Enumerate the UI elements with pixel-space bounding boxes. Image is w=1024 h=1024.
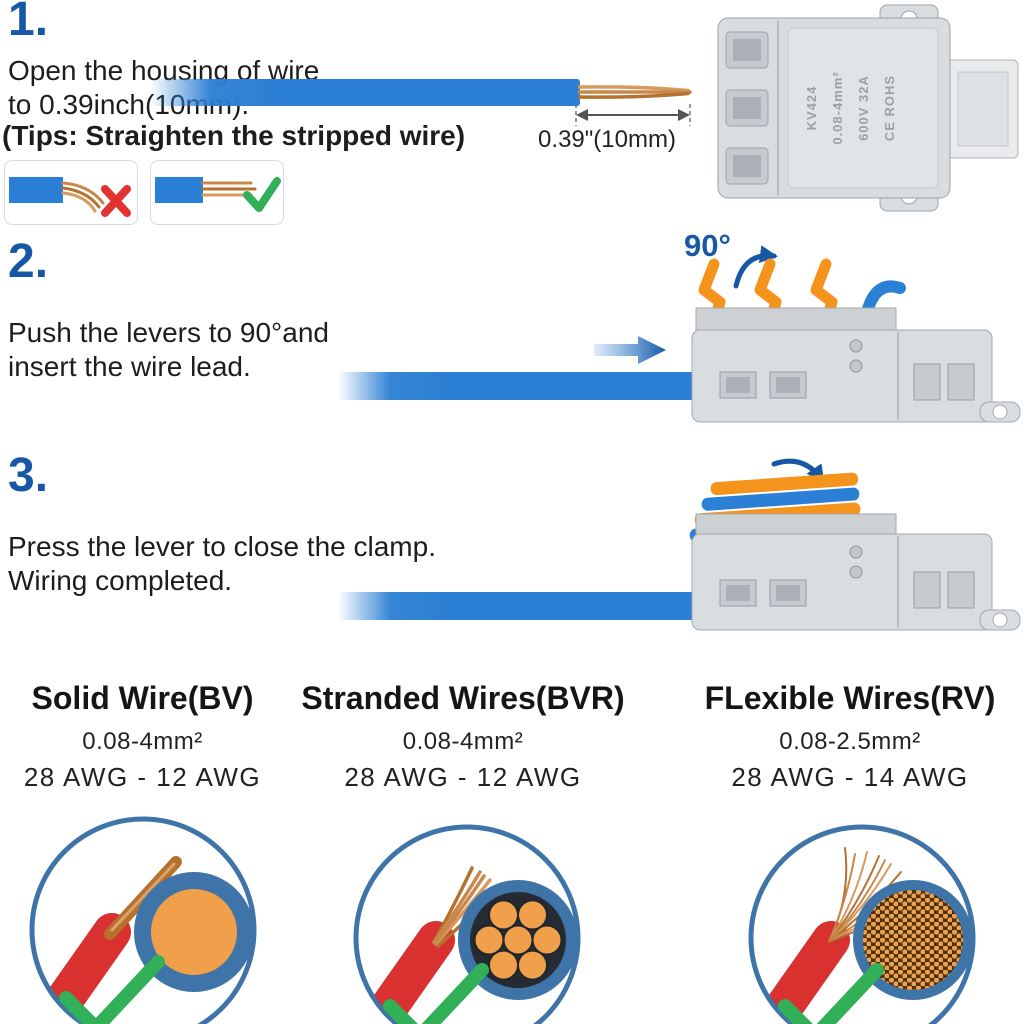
connector-levers-open-illustration	[691, 245, 1021, 423]
red-wire-jacket	[356, 921, 455, 1024]
wire-type-3-title: FLexible Wires(RV)	[704, 680, 996, 716]
svg-text:KV424: KV424	[804, 86, 819, 131]
wire-type-2-awg-range: 28 AWG - 12 AWG	[344, 762, 582, 792]
step-3-number: 3.	[8, 449, 49, 502]
insert-direction-arrow	[594, 336, 666, 364]
green-check-icon	[778, 963, 884, 1024]
front-windows	[719, 571, 975, 609]
tip-wrong-example	[4, 160, 138, 225]
step-2-text-line1: Push the levers to 90°and	[8, 317, 329, 348]
wire-entry-ports	[725, 31, 769, 185]
stranded-wire-illustration	[353, 824, 581, 1024]
measurement-indicator	[575, 104, 691, 126]
step-1-blue-wire	[150, 79, 580, 106]
solid-wire-illustration	[29, 816, 257, 1024]
connector-top-view-illustration: KV424 0.08-4mm² 600V 32A CE ROHS	[717, 4, 1019, 212]
svg-text:600V 32A: 600V 32A	[856, 75, 871, 141]
solid-core-cross-section	[151, 889, 237, 975]
flexible-wire-illustration	[748, 824, 976, 1024]
bent-wire-diagram	[9, 177, 131, 217]
wire-type-2-size-range: 0.08-4mm²	[402, 728, 524, 755]
wire-type-3-awg-range: 28 AWG - 14 AWG	[731, 762, 969, 792]
wire-type-3-size-range: 0.08-2.5mm²	[779, 728, 921, 755]
wire-type-2-title: Stranded Wires(BVR)	[301, 680, 625, 716]
step-3-text-line2: Wiring completed.	[8, 565, 233, 596]
stripped-copper-wire	[578, 85, 692, 99]
rotate-lever-arrow	[733, 245, 778, 289]
red-x-icon	[101, 185, 131, 217]
fine-strand-cross-sections	[863, 890, 963, 990]
front-windows	[719, 363, 975, 401]
svg-text:CE ROHS: CE ROHS	[882, 75, 897, 141]
step-1-tip-text: (Tips: Straighten the stripped wire)	[2, 120, 466, 151]
red-wire-jacket	[751, 921, 850, 1024]
green-check-icon	[243, 177, 281, 212]
step-1-number: 1.	[8, 0, 49, 46]
step-3-blue-wire	[338, 592, 714, 620]
step-2-blue-wire	[338, 372, 710, 400]
step-2-text-line2: insert the wire lead.	[8, 351, 251, 382]
wire-type-1-size-range: 0.08-4mm²	[82, 728, 203, 755]
svg-text:0.08-4mm²: 0.08-4mm²	[830, 71, 845, 144]
connector-levers-closed-illustration	[689, 458, 1021, 631]
step-3-text-line1: Press the lever to close the clamp.	[8, 531, 436, 562]
green-check-icon	[383, 963, 489, 1024]
wire-type-1-awg-range: 28 AWG - 12 AWG	[23, 762, 262, 792]
step-2-number: 2.	[8, 235, 49, 288]
strand-cross-sections	[473, 899, 563, 981]
angle-label: 90°	[684, 228, 731, 263]
connector-marking-text: KV424 0.08-4mm² 600V 32A CE ROHS	[804, 71, 897, 144]
straight-wire-diagram	[155, 177, 281, 212]
measurement-label: 0.39"(10mm)	[538, 126, 676, 153]
wire-type-1-title: Solid Wire(BV)	[31, 680, 254, 716]
green-check-icon	[59, 955, 165, 1024]
tip-correct-example	[150, 160, 284, 225]
